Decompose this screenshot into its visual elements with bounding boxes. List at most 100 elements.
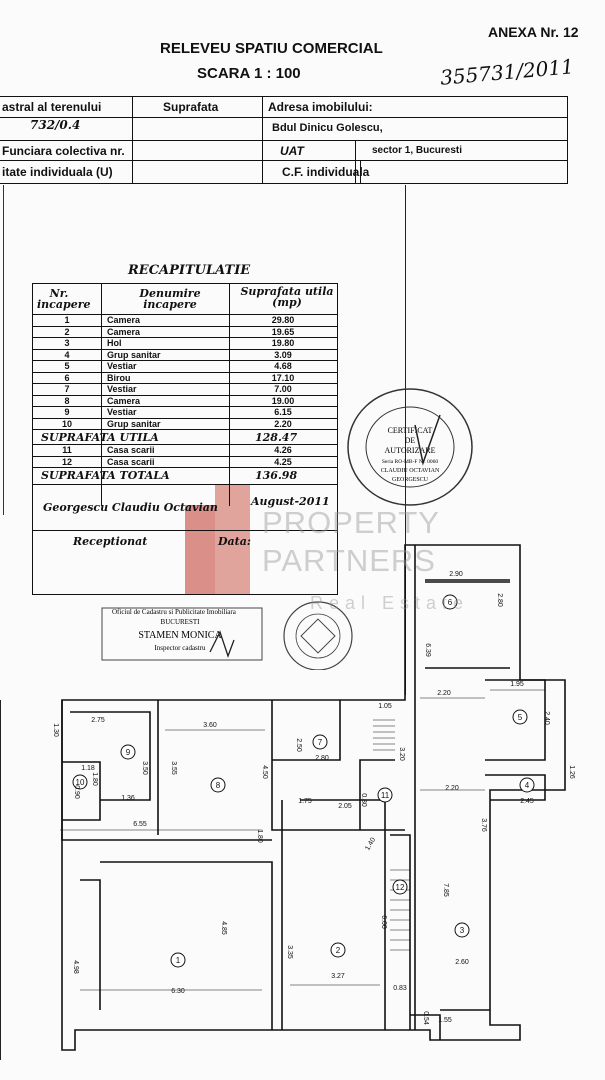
dimension-label: 0.54 — [422, 1011, 429, 1025]
recap-cell-name: Vestiar — [107, 407, 137, 417]
recap-cell-nr: 1 — [64, 315, 70, 325]
authorization-stamp: CERTIFICAT DE AUTORIZARE Seria RO-MB-F N… — [347, 388, 473, 506]
dimension-label: 3.27 — [331, 973, 345, 980]
dimension-label: 2.05 — [338, 803, 352, 810]
recap-cell-area: 4.68 — [274, 361, 292, 371]
recap-row: 3 Hol 19.80 — [33, 337, 337, 349]
dimension-label: 2.60 — [455, 959, 469, 966]
author-date: August-2011 — [251, 495, 330, 508]
dimension-label: 1.40 — [364, 837, 377, 852]
recap-cell-nr: 3 — [64, 338, 70, 348]
dimension-label: 2.80 — [496, 593, 503, 607]
dimension-label: 0.90 — [73, 785, 80, 799]
room-number: 7 — [318, 738, 323, 747]
room-marker — [519, 777, 535, 793]
room-marker — [442, 594, 458, 610]
dimension-label: 1.26 — [568, 765, 575, 779]
dimension-label: 2.20 — [445, 785, 459, 792]
recap-cell-name: Hol — [107, 338, 122, 348]
recap-cell-name: Birou — [107, 372, 131, 383]
cert-line-6: GEORGESCU — [392, 477, 429, 483]
annex-number: ANEXA Nr. 12 — [488, 24, 579, 40]
dimension-label: 2.40 — [543, 711, 550, 725]
col-name-header: Denumire incapere — [139, 287, 201, 311]
dimension-label: 1.36 — [121, 795, 135, 802]
recap-cell-area: 4.26 — [274, 445, 292, 455]
recap-cell-name: Casa scarii — [107, 445, 155, 455]
signature-mark-icon — [209, 630, 235, 658]
recap-cell-nr: 5 — [64, 361, 70, 371]
recap-cell-area: 19.80 — [271, 338, 295, 348]
recap-cell-area: 6.15 — [274, 407, 292, 417]
cadastre-office-stamp: Oficiul de Cadastru si Publicitate Imobi… — [101, 601, 353, 670]
recap-cell-name: Grup sanitar — [107, 418, 161, 429]
address-label: Adresa imobilului: — [268, 100, 373, 114]
col-area-header: Suprafata utila (mp) — [240, 285, 334, 309]
recap-cell-nr: 4 — [64, 349, 70, 360]
sum-value: 128.47 — [255, 431, 298, 444]
recap-cell-area: 19.65 — [271, 326, 295, 337]
watermark-line-3: Real Estate — [310, 593, 470, 613]
room-number: 2 — [336, 946, 341, 955]
recap-cell-name: Camera — [107, 395, 141, 406]
recap-table: Nr. incapere Denumire incapere Suprafata… — [32, 283, 338, 595]
cert-line-5: CLAUDIU OCTAVIAN — [381, 468, 440, 474]
room-marker — [72, 774, 88, 790]
dimension-label: 1.18 — [81, 765, 95, 772]
dimension-label: 4.85 — [220, 921, 227, 935]
cf-label: C.F. individuala — [282, 165, 370, 179]
recap-row: 9 Vestiar 6.15 — [33, 406, 337, 418]
room-marker — [120, 744, 136, 760]
room-marker — [512, 709, 528, 725]
recap-title: RECAPITULATIE — [128, 263, 251, 278]
cadastral-label: astral al terenului — [2, 100, 102, 114]
dimension-label: 7.85 — [442, 883, 449, 897]
dimension-label: 3.55 — [170, 761, 177, 775]
recap-cell-area: 2.20 — [274, 418, 292, 429]
dimension-label: 1.30 — [52, 723, 59, 737]
recap-cell-area: 29.80 — [271, 315, 295, 325]
signature-mark-icon — [414, 414, 441, 466]
room-number: 12 — [396, 883, 405, 892]
cert-line-4: Seria RO-MB-F Nr. 0060 — [382, 459, 438, 465]
document-title: RELEVEU SPATIU COMERCIAL — [160, 40, 383, 57]
room-number: 9 — [126, 748, 131, 757]
recap-cell-nr: 6 — [64, 372, 70, 383]
dimension-label: 3.76 — [480, 818, 487, 832]
room-marker — [170, 952, 186, 968]
dimension-label: 6.55 — [133, 821, 147, 828]
recap-cell-nr: 10 — [61, 418, 72, 429]
dimension-label: 2.80 — [315, 755, 329, 762]
office-line-2: BUCURESTI — [161, 618, 201, 626]
received-date-label: Data: — [218, 535, 251, 548]
recap-cell-name: Vestiar — [107, 384, 137, 394]
recap-row: 10 Grup sanitar 2.20 — [33, 417, 337, 430]
recap-cell-area: 7.00 — [274, 384, 292, 394]
dimension-label: 1.05 — [378, 703, 392, 710]
dimension-label: 2.20 — [437, 690, 451, 697]
room-number: 1 — [176, 956, 181, 965]
dimension-label: 1.55 — [438, 1017, 452, 1024]
info-row-3 — [0, 140, 567, 161]
recap-cell-nr: 9 — [64, 407, 70, 417]
recap-cell-nr: 12 — [61, 456, 72, 467]
room-marker — [377, 787, 393, 803]
room-marker — [392, 879, 408, 895]
recap-cell-name: Vestiar — [107, 361, 137, 371]
recap-cell-nr: 7 — [64, 384, 70, 394]
info-row-1 — [0, 97, 567, 118]
uat-value: sector 1, Bucuresti — [372, 145, 463, 156]
dimension-label: 6.00 — [380, 915, 387, 929]
watermark-line-2: PARTNERS — [262, 543, 436, 578]
recap-cell-nr: 8 — [64, 395, 70, 406]
recap-cell-nr: 2 — [64, 326, 70, 337]
room-number: 10 — [76, 778, 85, 787]
